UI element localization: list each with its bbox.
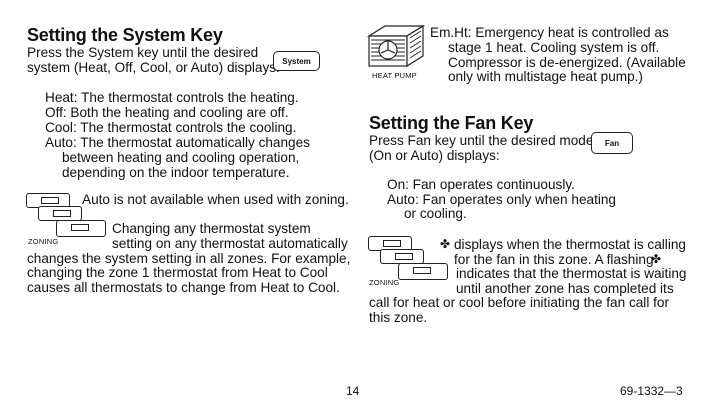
zoning-note: Auto is not available when used with zon… <box>82 192 349 207</box>
fan-para-line-5: call for heat or cool before initiating … <box>369 295 669 310</box>
fan-para-line-6: this zone. <box>369 310 428 325</box>
fan-key-label: Fan <box>604 138 620 148</box>
fan-para-line-4: until another zone has completed its <box>456 281 674 296</box>
system-intro-line-1: Press the System key until the desired <box>27 45 259 60</box>
zoning-label-right: ZONING <box>369 278 400 287</box>
mode-auto-cont-2: depending on the indoor temperature. <box>62 165 290 180</box>
system-key-label: System <box>282 56 311 66</box>
emht-line-1: Em.Ht: Emergency heat is controlled as <box>430 25 669 40</box>
fan-flashing-icon: ✤ <box>651 252 662 266</box>
mode-cool: Cool: The thermostat controls the coolin… <box>45 120 297 135</box>
fan-key-heading: Setting the Fan Key <box>369 113 534 133</box>
zoning-para-line-3: changes the system setting in all zones.… <box>27 251 351 266</box>
heat-pump-icon <box>366 24 426 68</box>
zoning-thermostats-icon-right <box>368 236 450 288</box>
zoning-para-line-2: setting on any thermostat automatically <box>112 236 348 251</box>
fan-intro-line-2: (On or Auto) displays: <box>369 148 500 163</box>
zoning-label-left: ZONING <box>28 237 59 246</box>
mode-heat: Heat: The thermostat controls the heatin… <box>45 90 299 105</box>
system-intro-line-2: system (Heat, Off, Cool, or Auto) displa… <box>27 60 280 75</box>
fan-mode-auto: Auto: Fan operates only when heating <box>387 192 616 207</box>
system-key-heading: Setting the System Key <box>27 25 223 45</box>
document-number: 69-1332—3 <box>620 384 683 398</box>
system-key-icon: System <box>273 51 320 71</box>
zoning-para-line-4: changing the zone 1 thermostat from Heat… <box>27 265 328 280</box>
heat-pump-label: HEAT PUMP <box>372 71 417 80</box>
zoning-thermostats-icon <box>26 193 108 245</box>
fan-intro-line-1: Press Fan key until the desired mode <box>369 133 594 148</box>
fan-para-line-3: indicates that the thermostat is waiting <box>456 266 687 281</box>
fan-mode-on: On: Fan operates continuously. <box>387 177 575 192</box>
fan-para-line-1: displays when the thermostat is calling <box>454 237 686 252</box>
emht-line-2: stage 1 heat. Cooling system is off. <box>448 40 660 55</box>
fan-para-line-2: for the fan in this zone. A flashing <box>454 252 654 267</box>
fan-key-icon: Fan <box>591 132 633 154</box>
mode-auto-cont-1: between heating and cooling operation, <box>62 150 300 165</box>
mode-off: Off: Both the heating and cooling are of… <box>45 105 289 120</box>
fan-mode-auto-cont: or cooling. <box>404 206 467 221</box>
zoning-para-line-5: causes all thermostats to change from He… <box>27 280 340 295</box>
fan-icon: ✤ <box>440 237 451 251</box>
page-number: 14 <box>346 384 360 398</box>
zoning-para-line-1: Changing any thermostat system <box>112 221 311 236</box>
emht-line-3: Compressor is de-energized. (Available <box>448 55 686 70</box>
mode-auto: Auto: The thermostat automatically chang… <box>45 135 310 150</box>
emht-line-4: only with multistage heat pump.) <box>448 69 643 84</box>
